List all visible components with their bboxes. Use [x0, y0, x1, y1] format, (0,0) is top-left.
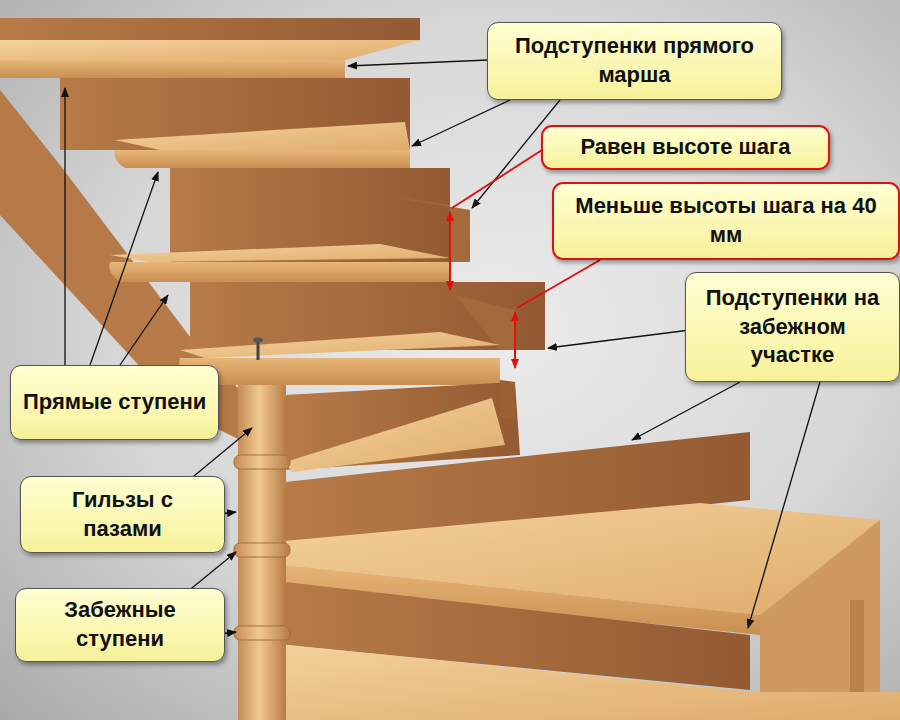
callout-box: Прямые ступени: [10, 365, 219, 440]
callout-text: Прямые ступени: [23, 388, 206, 417]
callout-box: Равен высоте шага: [541, 125, 830, 170]
callout-box: Гильзы с пазами: [20, 476, 225, 553]
callout-box: Подступенки на забежном участке: [685, 272, 900, 382]
callout-text: Подступенки прямого марша: [500, 32, 769, 89]
callout-text: Равен высоте шага: [580, 133, 790, 162]
callout-text: Подступенки на забежном участке: [698, 284, 887, 370]
callout-box: Забежные ступени: [15, 588, 225, 662]
callout-text: Гильзы с пазами: [33, 486, 212, 543]
callout-box: Меньше высоты шага на 40 мм: [552, 182, 900, 260]
callout-box: Подступенки прямого марша: [487, 22, 782, 100]
callout-text: Забежные ступени: [28, 596, 212, 653]
callout-text: Меньше высоты шага на 40 мм: [566, 192, 886, 249]
